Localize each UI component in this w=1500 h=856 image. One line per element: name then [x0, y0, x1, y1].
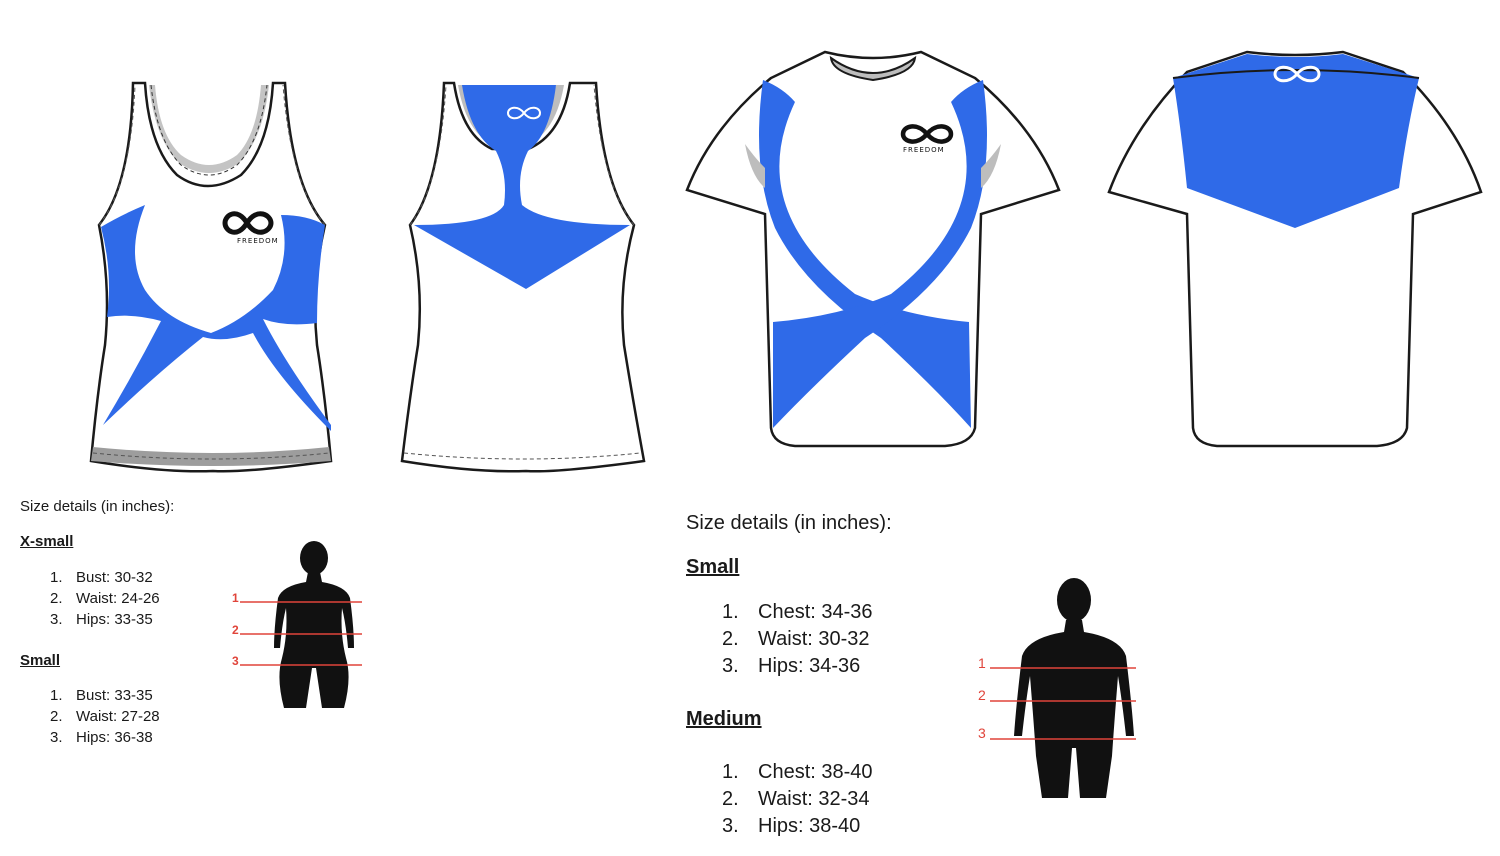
list-item: 1.Bust: 33-35 [50, 687, 153, 704]
tshirt-front: FREEDOM [685, 50, 1061, 448]
measure-label-2: 2 [232, 623, 239, 637]
measure-label-3: 3 [978, 725, 986, 741]
male-silhouette [1014, 578, 1134, 798]
tank-top-back [400, 81, 646, 473]
list-item: 1.Chest: 38-40 [722, 761, 873, 783]
size-title-small: Small [20, 652, 61, 669]
list-item: 1.Chest: 34-36 [722, 601, 873, 623]
list-item: 2.Waist: 27-28 [50, 708, 160, 725]
tshirt-back [1107, 50, 1483, 448]
tank-top-front: FREEDOM [89, 81, 333, 473]
size-list-medium: 1.Chest: 38-40 2.Waist: 32-34 3.Hips: 38… [686, 759, 873, 840]
list-item: 3.Hips: 38-40 [722, 815, 861, 837]
list-item: 1.Bust: 30-32 [50, 569, 153, 586]
size-title-medium: Medium [686, 708, 762, 730]
female-silhouette [274, 541, 354, 708]
infinity-icon [506, 106, 542, 120]
list-item: 3.Hips: 34-36 [722, 655, 861, 677]
measure-label-1: 1 [232, 591, 239, 605]
measure-label-3: 3 [232, 654, 239, 668]
size-list-xsmall: 1.Bust: 30-32 2.Waist: 24-26 3.Hips: 33-… [20, 567, 160, 630]
infinity-icon [222, 211, 274, 235]
infinity-icon [900, 124, 954, 144]
measure-label-1: 1 [978, 655, 986, 671]
list-item: 2.Waist: 32-34 [722, 788, 870, 810]
list-item: 2.Waist: 30-32 [722, 628, 870, 650]
size-title-xsmall: X-small [20, 533, 74, 550]
size-list-small: 1.Chest: 34-36 2.Waist: 30-32 3.Hips: 34… [686, 599, 873, 680]
measure-label-2: 2 [978, 687, 986, 703]
logo-text: FREEDOM [903, 146, 945, 154]
logo-text: FREEDOM [237, 237, 279, 245]
size-title-small: Small [686, 556, 740, 578]
size-details-header: Size details (in inches): [20, 498, 175, 515]
infinity-icon [1273, 65, 1321, 83]
size-details-header: Size details (in inches): [686, 512, 892, 534]
size-list-small: 1.Bust: 33-35 2.Waist: 27-28 3.Hips: 36-… [20, 685, 160, 748]
list-item: 2.Waist: 24-26 [50, 590, 160, 607]
list-item: 3.Hips: 36-38 [50, 729, 153, 746]
list-item: 3.Hips: 33-35 [50, 611, 153, 628]
